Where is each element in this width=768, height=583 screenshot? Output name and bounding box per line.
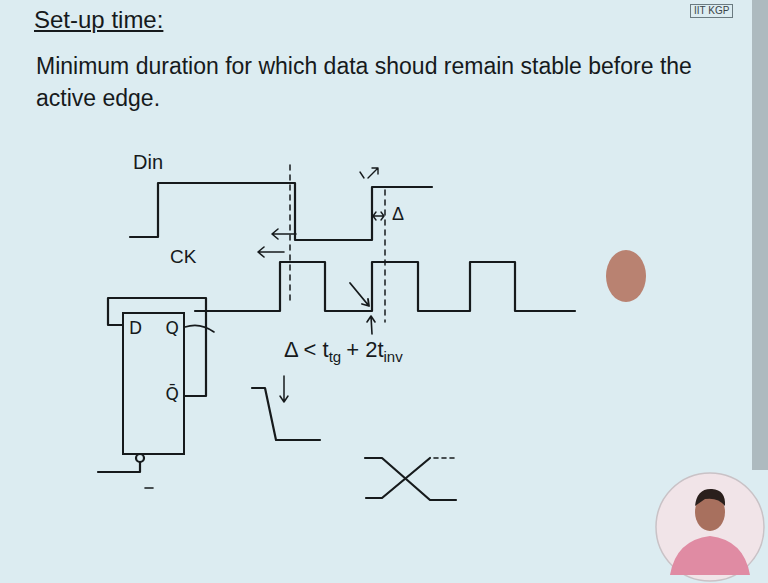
output-wire [185,325,214,332]
webcam-inset [656,473,764,581]
falling-edge-sketch [252,388,320,440]
dashed-level [434,457,456,459]
dashed-marker [384,190,386,322]
signal-name: CK [170,246,196,269]
shadow-band [752,0,768,470]
pin-label: Q̄ [166,384,179,404]
arrow [350,283,369,306]
scribble [360,168,378,178]
pin-label: Q [166,318,179,338]
formula-part: + 2t [346,337,383,362]
arrow [272,229,296,239]
din-waveform [130,183,432,240]
pin-label: D [129,318,142,338]
formula-subscript: tg [329,348,342,365]
watermark: IIT KGP [690,4,733,18]
hand [606,250,646,302]
formula: Δ < ttg+ 2tinv [284,336,408,367]
clock-wire [98,462,140,472]
delta-label: Δ [392,204,404,226]
formula-part: Δ < t [284,337,329,362]
arrow [280,376,288,402]
flip-flop-box: D Q Q̄ [122,312,185,455]
note: Minimum duration for which data shoud re… [36,50,726,114]
signal-name: Din [133,150,163,174]
tick [145,487,153,489]
arrow [367,316,375,334]
transition-sketch [366,458,430,498]
delta-arrow [373,212,384,220]
clock-bubble [136,454,144,462]
transition-sketch [365,458,456,500]
title: Set-up time: [34,6,163,35]
arrow [258,247,284,257]
formula-subscript: inv [384,348,403,365]
